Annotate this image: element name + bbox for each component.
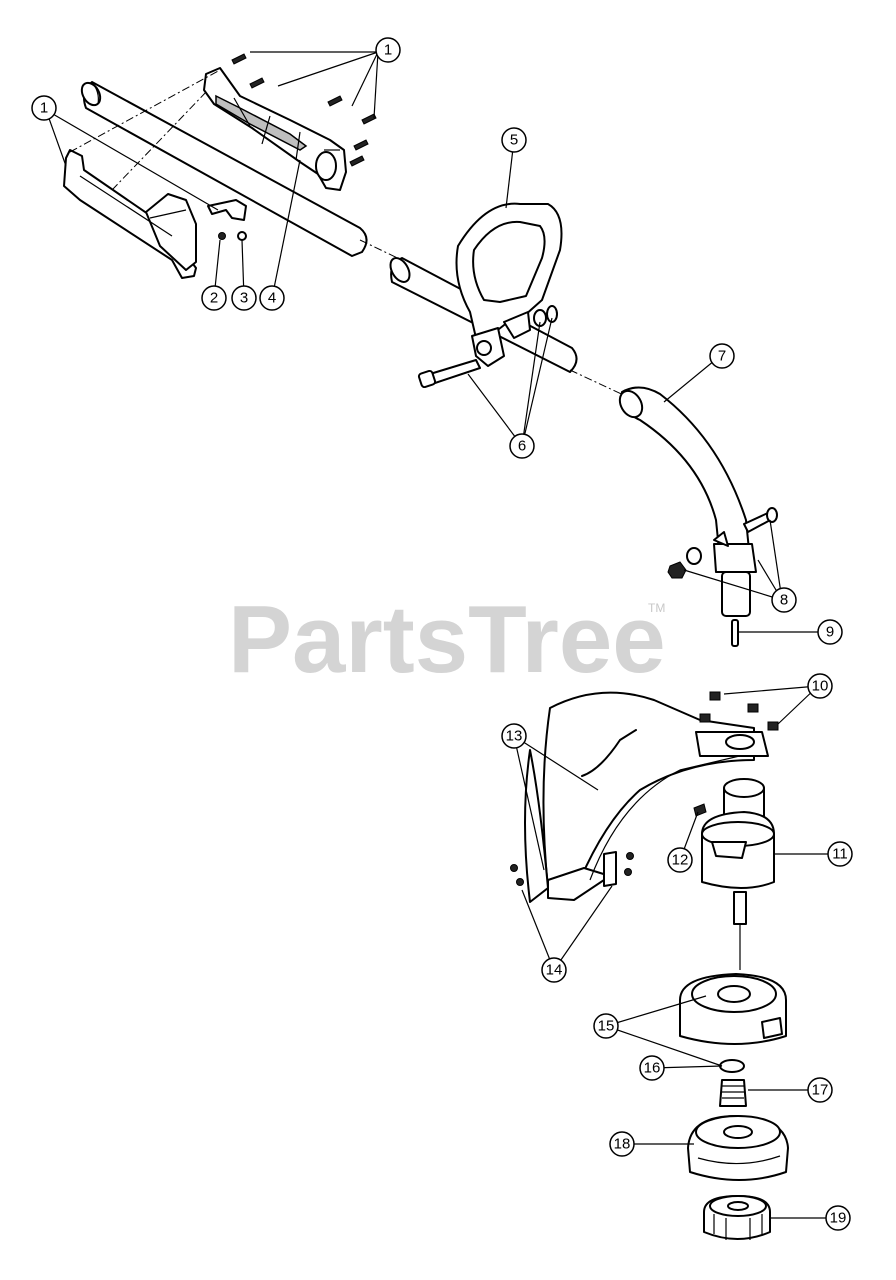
- upper-shaft-assembly: [63, 53, 411, 279]
- watermark-text: PartsTree: [228, 586, 666, 693]
- callout-4: 4: [259, 285, 285, 311]
- lower-shaft-assembly: [618, 386, 778, 647]
- callout-12: 12: [667, 847, 693, 873]
- callout-11: 11: [827, 841, 853, 867]
- callout-7: 7: [709, 343, 735, 369]
- callout-8: 8: [771, 587, 797, 613]
- watermark: PartsTree TM: [228, 586, 666, 693]
- callout-19: 19: [825, 1205, 851, 1231]
- svg-text:17: 17: [812, 1082, 829, 1099]
- trimmer-head: [679, 973, 789, 1240]
- svg-text:1: 1: [40, 100, 48, 117]
- callout-13: 13: [501, 723, 527, 749]
- guard-assembly: [510, 691, 779, 903]
- svg-text:6: 6: [518, 438, 526, 455]
- callout-15: 15: [593, 1013, 619, 1039]
- svg-text:19: 19: [830, 1210, 847, 1227]
- callout-9: 9: [817, 619, 843, 645]
- svg-text:8: 8: [780, 592, 788, 609]
- callout-3: 3: [231, 285, 257, 311]
- svg-text:14: 14: [546, 962, 563, 979]
- callout-6: 6: [509, 433, 535, 459]
- callout-17: 17: [807, 1077, 833, 1103]
- svg-text:4: 4: [268, 290, 276, 307]
- callout-5: 5: [501, 127, 527, 153]
- svg-text:12: 12: [672, 852, 689, 869]
- svg-text:5: 5: [510, 132, 518, 149]
- callout-1-top: 1: [375, 37, 401, 63]
- callout-14: 14: [541, 957, 567, 983]
- svg-text:11: 11: [832, 846, 848, 863]
- mid-shaft-assembly: [389, 202, 631, 399]
- watermark-tm: TM: [648, 601, 665, 615]
- callout-18: 18: [609, 1131, 635, 1157]
- callout-1-left: 1: [31, 95, 57, 121]
- svg-text:1: 1: [384, 42, 392, 59]
- svg-text:2: 2: [210, 290, 218, 307]
- screws-1: [231, 53, 377, 167]
- svg-text:15: 15: [598, 1018, 615, 1035]
- svg-text:7: 7: [718, 348, 726, 365]
- callout-16: 16: [639, 1055, 665, 1081]
- callout-10: 10: [807, 673, 833, 699]
- svg-text:3: 3: [240, 290, 248, 307]
- svg-text:9: 9: [826, 624, 834, 641]
- svg-text:18: 18: [614, 1136, 631, 1153]
- svg-text:10: 10: [812, 678, 829, 695]
- svg-text:16: 16: [644, 1060, 661, 1077]
- svg-text:13: 13: [506, 728, 523, 745]
- gear-head: [693, 778, 775, 970]
- callout-2: 2: [201, 285, 227, 311]
